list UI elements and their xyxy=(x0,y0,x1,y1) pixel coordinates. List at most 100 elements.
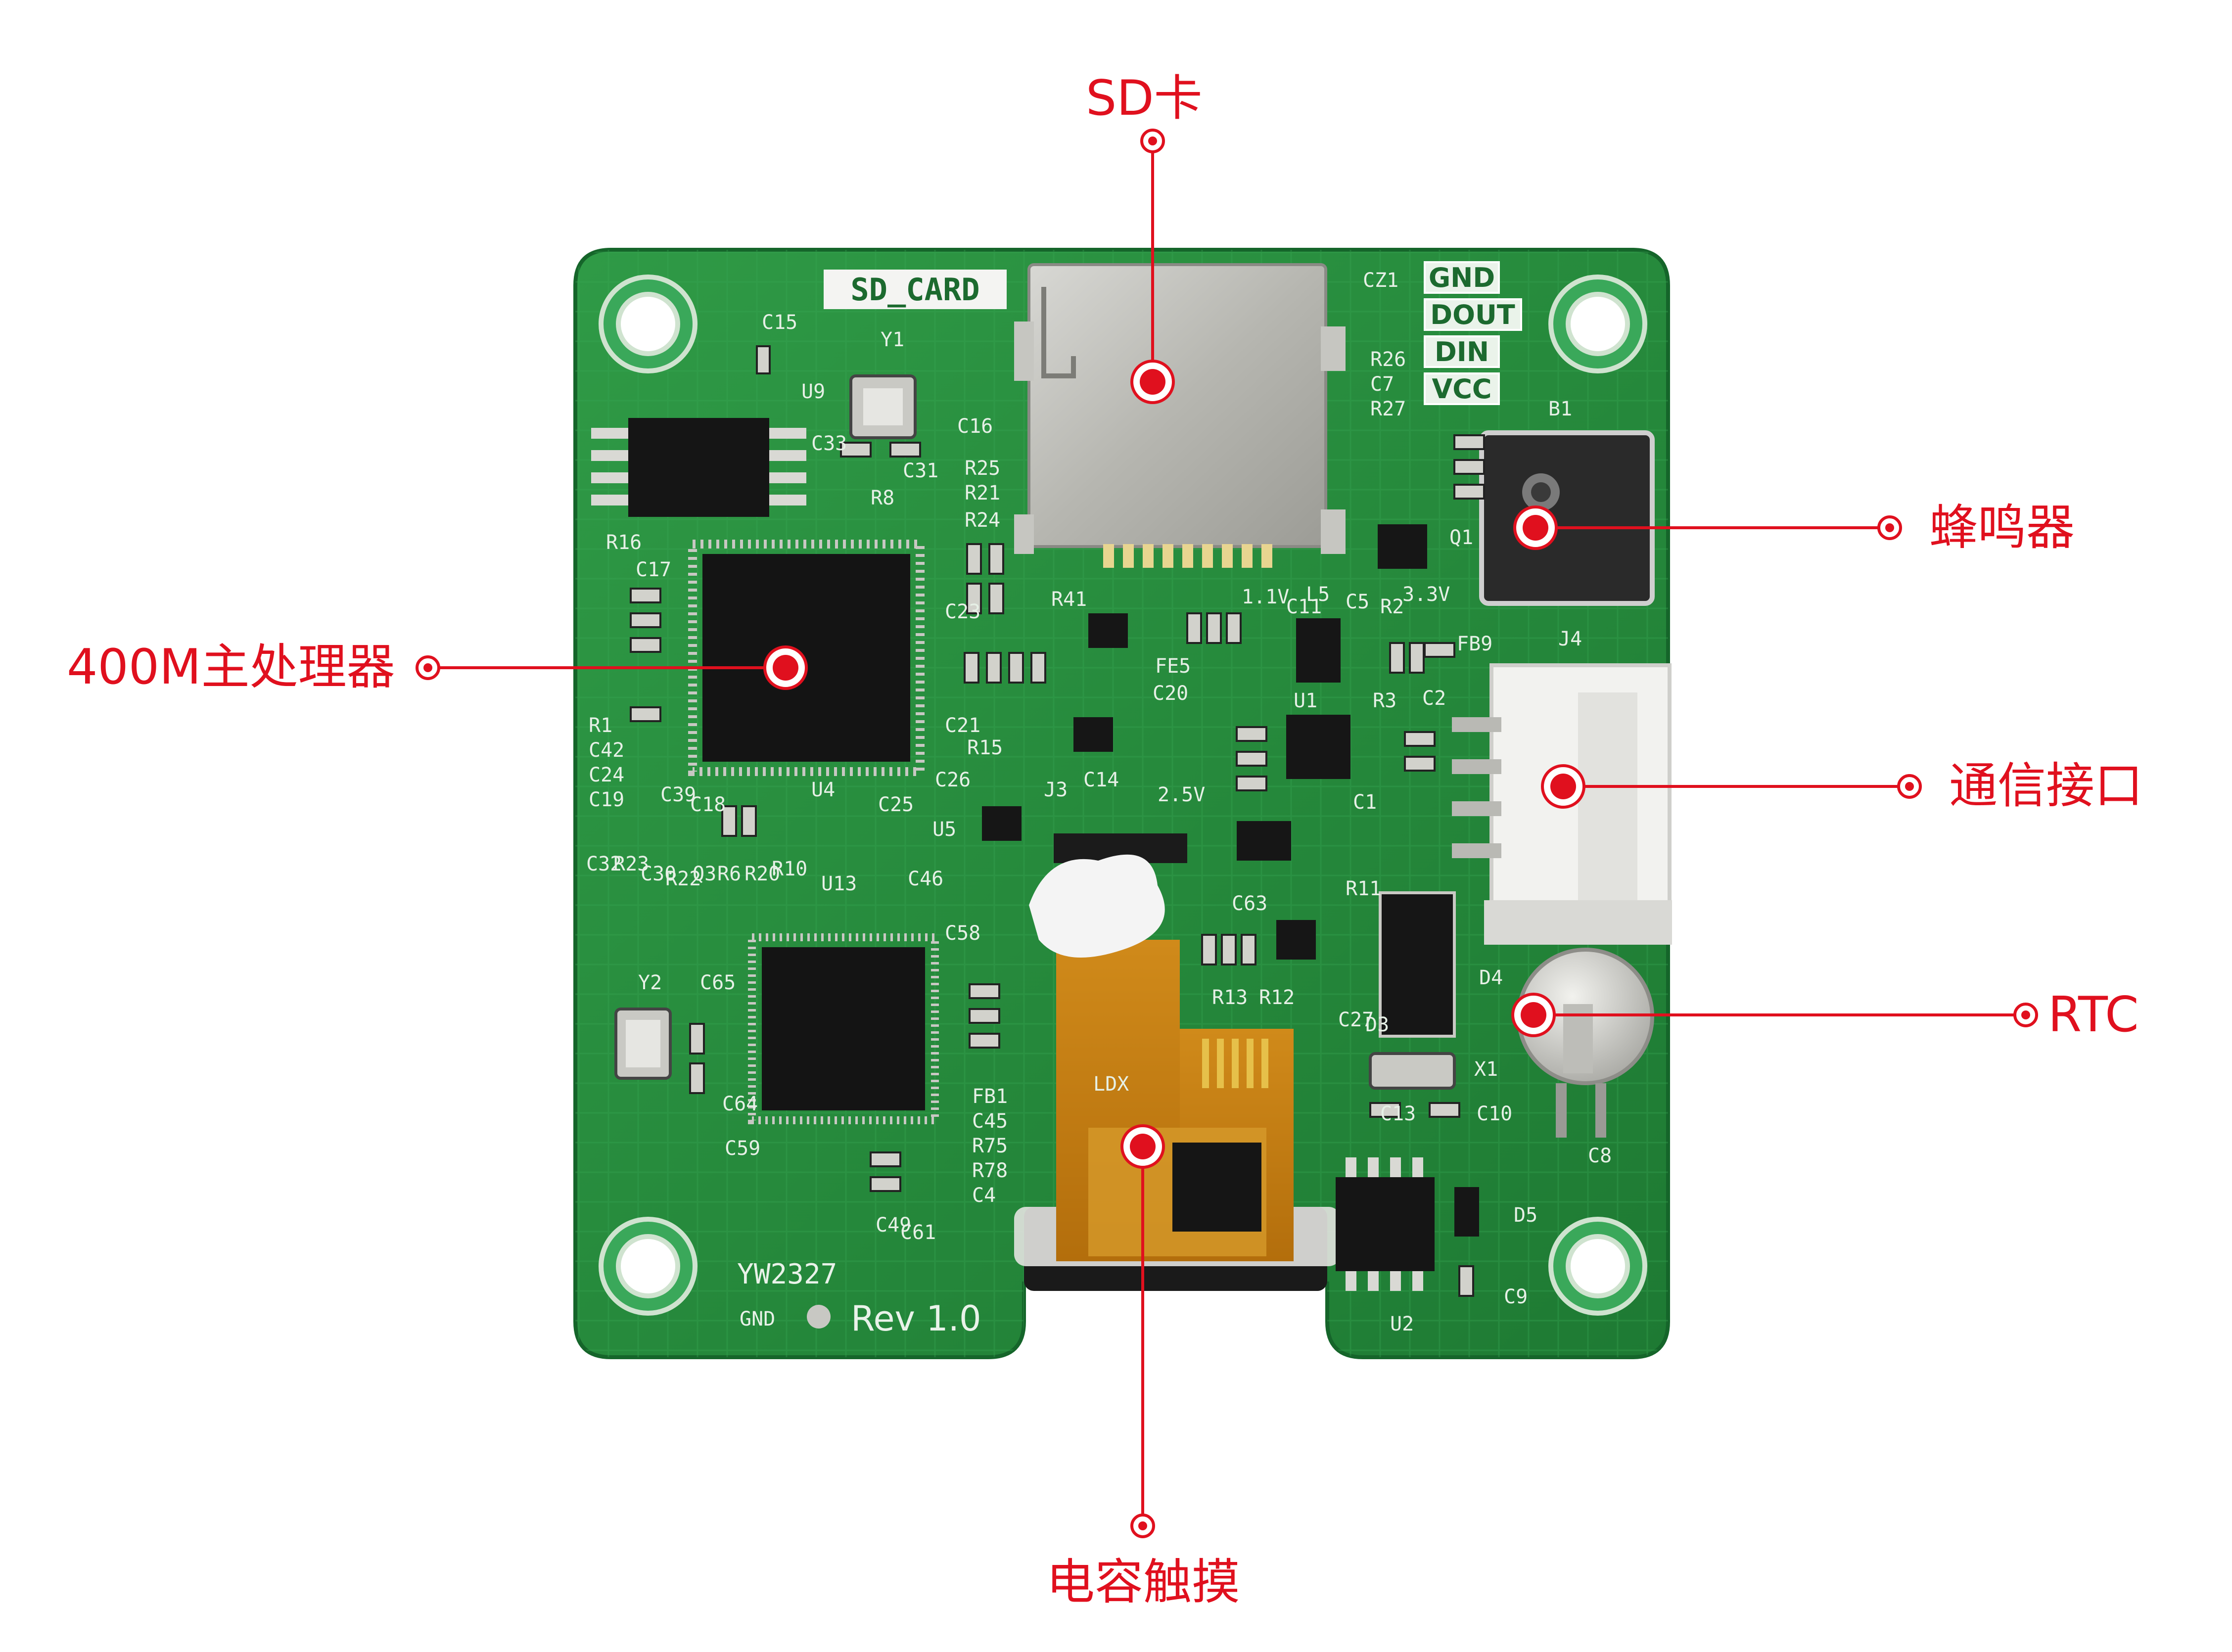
designator-r24: R24 xyxy=(965,509,1000,532)
designator-c23: C23 xyxy=(945,600,980,623)
designator-c2: C2 xyxy=(1422,687,1446,710)
designator-c33: C33 xyxy=(811,432,847,455)
designator-c64: C64 xyxy=(722,1093,758,1115)
callout-line-sd-card xyxy=(1130,129,1175,404)
pin-label-dout: DOUT xyxy=(1430,299,1515,330)
designator-ldx: LDX xyxy=(1093,1073,1129,1096)
designator-r41: R41 xyxy=(1051,588,1087,611)
designator-r12: R12 xyxy=(1259,986,1295,1009)
designator-r16: R16 xyxy=(606,531,642,554)
designator-c11: C11 xyxy=(1286,596,1322,618)
designator-d4: D4 xyxy=(1479,966,1503,989)
silkscreen-model: YW2327 xyxy=(737,1258,837,1290)
callout-line-touch xyxy=(1120,1124,1165,1538)
designator-l5: L5 xyxy=(1306,583,1330,606)
callout-label-capacitive-touch: 电容触摸 xyxy=(1046,1554,1241,1610)
designator-c18: C18 xyxy=(690,793,726,816)
designator-c5: C5 xyxy=(1346,591,1369,613)
designator-c59: C59 xyxy=(725,1137,760,1160)
designator-u9: U9 xyxy=(801,380,825,403)
designator-r15: R15 xyxy=(967,736,1003,759)
designator-fe5: FE5 xyxy=(1155,655,1191,678)
designator-c58: C58 xyxy=(945,922,980,945)
pin-labels: GND DOUT DIN VCC xyxy=(1424,261,1522,405)
callout-line-rtc xyxy=(1511,993,2038,1037)
designator-c19: C19 xyxy=(589,788,624,811)
designator-r75: R75 xyxy=(972,1135,1008,1157)
callout-line-processor xyxy=(416,645,808,690)
comm-connector-j4 xyxy=(1452,663,1672,945)
designator-y1: Y1 xyxy=(881,328,904,351)
callout-label-rtc: RTC xyxy=(2048,987,2139,1043)
designator-c1: C1 xyxy=(1353,791,1377,814)
designator-r2: R2 xyxy=(1380,596,1404,618)
designator-d5: D5 xyxy=(1514,1204,1537,1227)
callout-label-sd-card: SD卡 xyxy=(1086,70,1203,127)
mounting-holes xyxy=(599,275,1647,1316)
designator-c4: C4 xyxy=(972,1184,996,1207)
designator-c13: C13 xyxy=(1380,1102,1416,1125)
designator-c25: C25 xyxy=(878,793,914,816)
designator-b1: B1 xyxy=(1548,398,1572,420)
designator-r3: R3 xyxy=(1373,689,1396,712)
designator-u5: U5 xyxy=(932,818,956,841)
designator-c15: C15 xyxy=(762,311,797,334)
designator-25v: 2.5V xyxy=(1158,783,1205,806)
buzzer-component xyxy=(1479,430,1655,606)
designator-r78: R78 xyxy=(972,1159,1008,1182)
silkscreen-revision: Rev 1.0 xyxy=(851,1298,981,1339)
designator-q1: Q1 xyxy=(1449,526,1473,549)
designator-c21: C21 xyxy=(945,714,980,737)
designator-r8: R8 xyxy=(871,487,894,509)
designator-c61: C61 xyxy=(900,1221,936,1244)
designator-r1: R1 xyxy=(589,714,612,737)
designator-c39: C39 xyxy=(660,783,696,806)
callout-label-buzzer: 蜂鸣器 xyxy=(1929,500,2075,556)
designator-c27: C27 xyxy=(1338,1009,1374,1031)
callout-line-buzzer xyxy=(1513,505,1902,550)
designator-u1: U1 xyxy=(1294,689,1317,712)
designator-c9: C9 xyxy=(1504,1285,1528,1308)
designator-c63: C63 xyxy=(1232,892,1267,915)
chip-u2 xyxy=(1336,1157,1435,1291)
designator-x1: X1 xyxy=(1474,1058,1498,1081)
designator-u13: U13 xyxy=(821,872,857,895)
designator-r21: R21 xyxy=(965,482,1000,505)
designator-r26: R26 xyxy=(1370,348,1406,371)
designator-cz1: CZ1 xyxy=(1363,269,1398,292)
designator-q3: Q3 xyxy=(693,863,716,885)
designator-r22: R22 xyxy=(665,868,701,890)
designator-r27: R27 xyxy=(1370,398,1406,420)
designator-r10: R10 xyxy=(772,858,807,880)
designator-c8: C8 xyxy=(1588,1145,1612,1167)
designator-c31: C31 xyxy=(903,459,938,482)
transistors xyxy=(982,524,1479,1237)
designator-c20: C20 xyxy=(1153,682,1188,705)
pin-label-gnd: GND xyxy=(1429,262,1495,293)
chip-u9 xyxy=(591,418,806,517)
callout-label-comm-interface: 通信接口 xyxy=(1949,758,2143,814)
silkscreen-sd-card: SD_CARD xyxy=(850,272,979,308)
designator-r13: R13 xyxy=(1212,986,1248,1009)
chip-u13 xyxy=(748,933,939,1124)
designator-c30: C30 xyxy=(641,863,676,885)
designator-d3: D3 xyxy=(1365,1013,1389,1036)
designator-c16: C16 xyxy=(957,415,993,438)
designator-c24: C24 xyxy=(589,764,624,786)
designator-j4: J4 xyxy=(1558,628,1582,650)
designator-r25: R25 xyxy=(965,457,1000,480)
silkscreen-gnd: GND xyxy=(740,1308,775,1331)
designator-c10: C10 xyxy=(1477,1102,1512,1125)
pin-label-vcc: VCC xyxy=(1432,373,1491,405)
designator-c45: C45 xyxy=(972,1110,1008,1133)
designator-c65: C65 xyxy=(700,971,736,994)
designator-y2: Y2 xyxy=(638,971,662,994)
chip-u4 xyxy=(688,540,925,776)
designator-c46: C46 xyxy=(908,868,943,890)
designator-c26: C26 xyxy=(935,769,971,791)
designator-j3: J3 xyxy=(1044,779,1068,801)
pin-label-din: DIN xyxy=(1435,336,1489,367)
